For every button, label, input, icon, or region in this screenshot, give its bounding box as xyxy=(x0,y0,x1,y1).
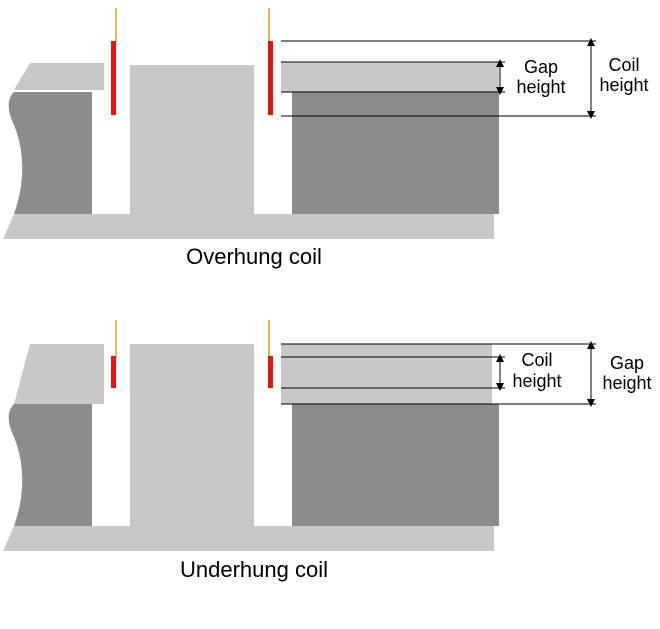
underhung-diagram: Coil height Gap height Underhung coil xyxy=(3,320,652,582)
inner-label-line1: Coil xyxy=(521,350,552,370)
outer-label-line2: height xyxy=(599,75,648,95)
inner-label-line1: Gap xyxy=(524,57,558,77)
base-plate xyxy=(14,214,494,239)
left-magnet xyxy=(8,404,93,526)
center-pole xyxy=(130,344,254,527)
base-plate xyxy=(14,526,494,551)
outer-label-line1: Gap xyxy=(610,353,644,373)
coil-left xyxy=(111,356,116,388)
right-magnet xyxy=(292,92,499,214)
inner-label-line2: height xyxy=(516,77,565,97)
coil-right xyxy=(268,41,273,115)
caption: Underhung coil xyxy=(180,557,328,582)
outer-label-line1: Coil xyxy=(608,55,639,75)
left-top-plate xyxy=(14,344,104,404)
left-top-plate xyxy=(14,63,104,90)
caption: Overhung coil xyxy=(186,244,322,269)
base-plate-left-bevel xyxy=(3,526,14,551)
right-top-plate xyxy=(281,62,499,92)
overhung-diagram: Gap height Coil height Overhung coil xyxy=(3,8,649,269)
right-magnet xyxy=(292,404,499,526)
outer-label-line2: height xyxy=(602,373,651,393)
left-magnet xyxy=(8,92,93,214)
base-plate-left-bevel xyxy=(3,214,14,239)
center-pole xyxy=(130,65,254,215)
coil-right xyxy=(268,356,273,388)
inner-label-line2: height xyxy=(512,371,561,391)
coil-left xyxy=(111,41,116,115)
right-top-plate xyxy=(281,344,492,404)
